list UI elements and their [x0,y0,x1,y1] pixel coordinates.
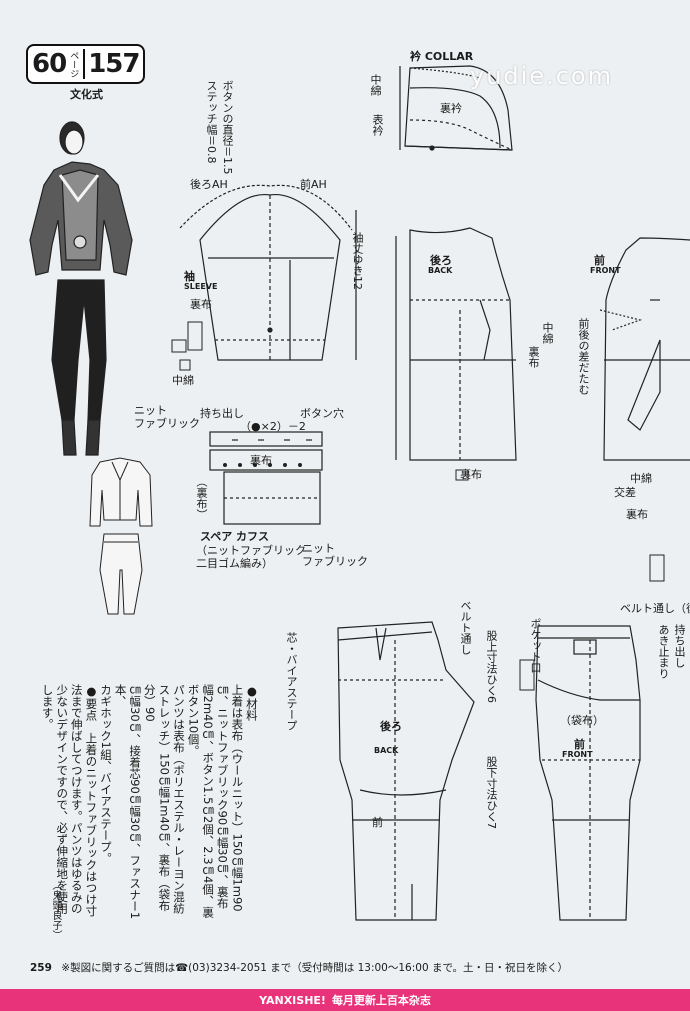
banner-brand: YANXISHE! [259,993,326,1007]
page-number: 259 [30,962,52,974]
cuff-formula: （●×2）－2 [240,420,306,433]
cuff-subtitle-1: （ニットファブリック [196,544,306,557]
bottom-banner: YANXISHE! 每月更新上百本杂志 [0,989,690,1011]
back-pants-inseam-label: 股下寸法ひく7 [485,756,498,829]
sleeve-length-label: 袖丈ゆき12 [351,232,364,290]
front-bodice-note: 前後の差だたむ [577,318,590,395]
front-pants-hold-label: 持ち出し [673,624,686,668]
cuff-pattern [209,431,323,525]
materials-line: パンツは表布（ポリエステル・レーヨン混紡 [171,684,186,914]
materials-line: ●要点 上着のニットファブリックはつけ寸 [84,684,99,917]
cuff-subtitle-2: 二目ゴム編み） [196,557,273,570]
front-pants-belt-label: ベルト通し（後ろ） [620,602,690,615]
collar-outer-label: 表衿 [371,114,384,136]
banner-text: 每月更新上百本杂志 [331,994,431,1007]
materials-heading: ●材料 [244,684,259,721]
materials-line: します。 [40,684,55,730]
sleeve-label: 袖 [184,270,195,283]
cuff-hold-label: 持ち出し [200,407,244,420]
back-pants-bias-label: 芯・バイアステープ [285,632,298,731]
cuff-lining-label-2: （裏布） [195,476,208,520]
button-note-2: ステッチ幅＝0.8 [205,80,218,164]
collar-inner-label: 裏衿 [440,102,462,115]
pants-flat [99,533,143,615]
front-pants-pocket-label: ポケット口 [529,618,542,673]
site-watermark: yudie.com [470,62,613,90]
materials-line: ボタン10個。 [186,684,201,757]
front-bodice-pattern [599,237,690,461]
back-bodice-lining-bottom: 裏布 [460,468,482,481]
back-pants-label: 後ろ [380,720,402,733]
sleeve-lining-label: 裏布 [190,298,212,311]
jacket-flat [89,457,153,527]
front-pants-lining-label: （袋布） [560,714,604,727]
materials-line: 法まで伸ばしてつけます。パンツはゆるみの [69,684,84,914]
cuff-buttonhole-label: ボタン穴 [300,407,344,420]
badge-separator [83,49,86,79]
materials-line: 幅2m40㎝、ボタン1.5㎝2個、2.3㎝4個、裏 [201,684,216,918]
front-bodice-label-en: FRONT [590,266,621,275]
back-bodice-lining: 裏布 [527,346,540,368]
sleeve-back-ah: 後ろAH [190,178,228,191]
badge-unit: ページ [68,50,79,78]
back-bodice-pattern [395,227,517,461]
sleeve-pattern [179,184,357,361]
front-bodice-batting: 中綿 [630,472,652,485]
footer-inquiry-text: ※製図に関するご質問は☎(03)3234-2051 まで（受付時間は 13:00… [61,962,569,974]
sleeve-label-en: SLEEVE [184,282,218,291]
front-bodice-label: 前 [594,254,605,267]
cuff-knit-label: ニット ファブリック [302,542,368,568]
knit-fabric-label: ニット ファブリック [134,404,200,430]
cuff-title: スペア カフス [200,530,270,543]
back-bodice-label-en: BACK [428,266,453,275]
back-pants-pattern [337,621,475,921]
button-note-1: ボタンの直径＝1.5 [221,80,234,175]
materials-line: 少ないデザインですので、必ず伸縮地を使用 [55,684,70,914]
badge-left-number: 60 [32,49,67,79]
materials-line: カギホック1組、バイアステープ。 [98,684,113,864]
front-bodice-lining: 裏布 [626,508,648,521]
page-footer: 259 ※製図に関するご質問は☎(03)3234-2051 まで（受付時間は 1… [30,960,568,975]
back-bodice-batting: 中綿 [541,322,554,344]
front-pants-mark-label: あき止まり [657,624,670,679]
front-pants-label: 前 [574,738,585,751]
designer-credit: （鬼頭良子） [50,880,61,940]
materials-line: 上着は表布（ウールニット）150㎝幅1m90㎝、ニットファブリック90㎝幅30㎝… [215,684,245,912]
badge-right-number: 157 [88,49,140,79]
cuff-lining-label: 裏布 [250,454,272,467]
back-pants-label-en: BACK [374,746,399,755]
model-figure [29,121,133,456]
materials-text: ●材料 上着は表布（ウールニット）150㎝幅1m90㎝、ニットファブリック90㎝… [40,684,259,924]
front-pants-pattern [535,625,641,921]
page-badge: 60 ページ 157 [26,44,146,84]
back-pants-belt-label: ベルト通し [459,600,472,655]
collar-batting-label: 中綿 [369,74,382,96]
front-bodice-cross: 交差 [614,486,636,499]
collar-pattern [399,65,513,151]
sleeve-front-ah: 前AH [300,178,327,191]
sleeve-batting-label: 中綿 [172,374,194,387]
back-bodice-label: 後ろ [430,254,452,267]
front-pants-label-en: FRONT [562,750,593,759]
detail-sketches [171,321,665,691]
back-pants-rise-label: 股上寸法ひく6 [485,630,498,703]
back-pants-front-mark: 前 [372,816,383,829]
materials-line: ㎝幅30㎝、接着芯90㎝幅30㎝、ファスナー1本、 [113,684,143,920]
collar-title: 衿 COLLAR [410,50,474,63]
materials-line: ストレッチ）150㎝幅1m40㎝、裏布（袋布分）90 [142,684,172,912]
bunka-style-label: 文化式 [70,88,103,101]
